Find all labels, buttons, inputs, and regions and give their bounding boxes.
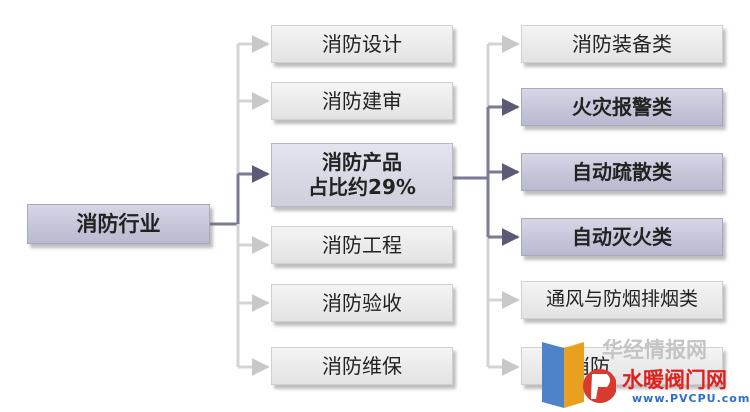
node-fire-acceptance: 消防验收: [271, 284, 453, 322]
node-fire-products: 消防产品 占比约29%: [271, 143, 453, 207]
node-auto-extinguishing: 自动灭火类: [521, 218, 723, 256]
node-fire-maintenance: 消防维保: [271, 347, 453, 385]
node-fire-engineering: 消防工程: [271, 226, 453, 264]
root-node-fire-industry: 消防行业: [27, 204, 210, 244]
node-fire-alarm: 火灾报警类: [521, 88, 723, 126]
watermark: 华经情报网 水暖阀门网 www.PVCPU.com: [540, 334, 750, 412]
node-fire-equipment: 消防装备类: [521, 25, 723, 63]
node-auto-evacuation: 自动疏散类: [521, 153, 723, 191]
node-fire-design: 消防设计: [271, 25, 453, 63]
watermark-logo-icon: [542, 342, 616, 408]
watermark-line1: 华经情报网: [602, 338, 707, 362]
node-fire-review: 消防建审: [271, 82, 453, 120]
watermark-line2: 水暖阀门网: [622, 368, 727, 392]
watermark-line3: www.PVCPU.com: [632, 392, 750, 405]
node-smoke-exhaust: 通风与防烟排烟类: [521, 281, 723, 319]
